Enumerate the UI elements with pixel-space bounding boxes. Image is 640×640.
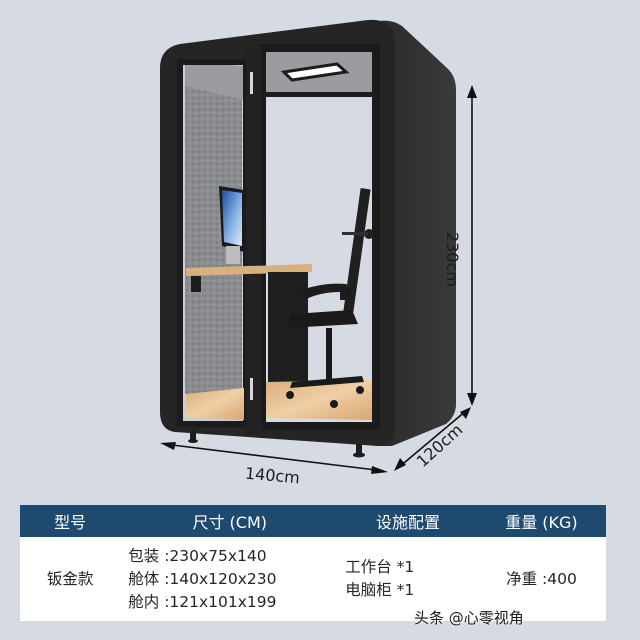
booth-interior bbox=[186, 186, 374, 420]
facility-workbench: 工作台 *1 bbox=[345, 558, 415, 576]
height-dimension-label: 230cm bbox=[443, 232, 462, 287]
booth-feet bbox=[188, 430, 365, 458]
size-cabin-interior: 舱内 :121x101x199 bbox=[128, 592, 277, 611]
office-booth-illustration bbox=[160, 19, 477, 474]
facility-computer-cabinet: 电脑柜 *1 bbox=[345, 581, 415, 599]
spec-table-header-row: 型号 尺寸 (CM) 设施配置 重量 (KG) bbox=[20, 505, 606, 537]
table-row: 钣金款 包装 :230x75x140 舱体 :140x120x230 舱内 :1… bbox=[20, 537, 606, 621]
booth-side-panel bbox=[375, 20, 456, 447]
dimension-arrows bbox=[160, 85, 477, 474]
cell-size: 包装 :230x75x140 舱体 :140x120x230 舱内 :121x1… bbox=[120, 537, 339, 621]
header-facility: 设施配置 bbox=[339, 505, 477, 537]
cell-model: 钣金款 bbox=[46, 569, 94, 588]
size-cabin-body: 舱体 :140x120x230 bbox=[128, 569, 277, 588]
header-size: 尺寸 (CM) bbox=[120, 505, 340, 537]
cell-facility: 工作台 *1 电脑柜 *1 bbox=[339, 537, 477, 621]
watermark: 头条 @心零视角 bbox=[414, 609, 524, 627]
spec-table: 型号 尺寸 (CM) 设施配置 重量 (KG) 钣金款 包装 :230x75x1… bbox=[20, 505, 606, 621]
header-model: 型号 bbox=[20, 505, 121, 537]
header-weight: 重量 (KG) bbox=[476, 505, 606, 537]
cell-weight: 净重 :400 bbox=[506, 569, 577, 588]
size-packaging: 包装 :230x75x140 bbox=[128, 546, 267, 565]
